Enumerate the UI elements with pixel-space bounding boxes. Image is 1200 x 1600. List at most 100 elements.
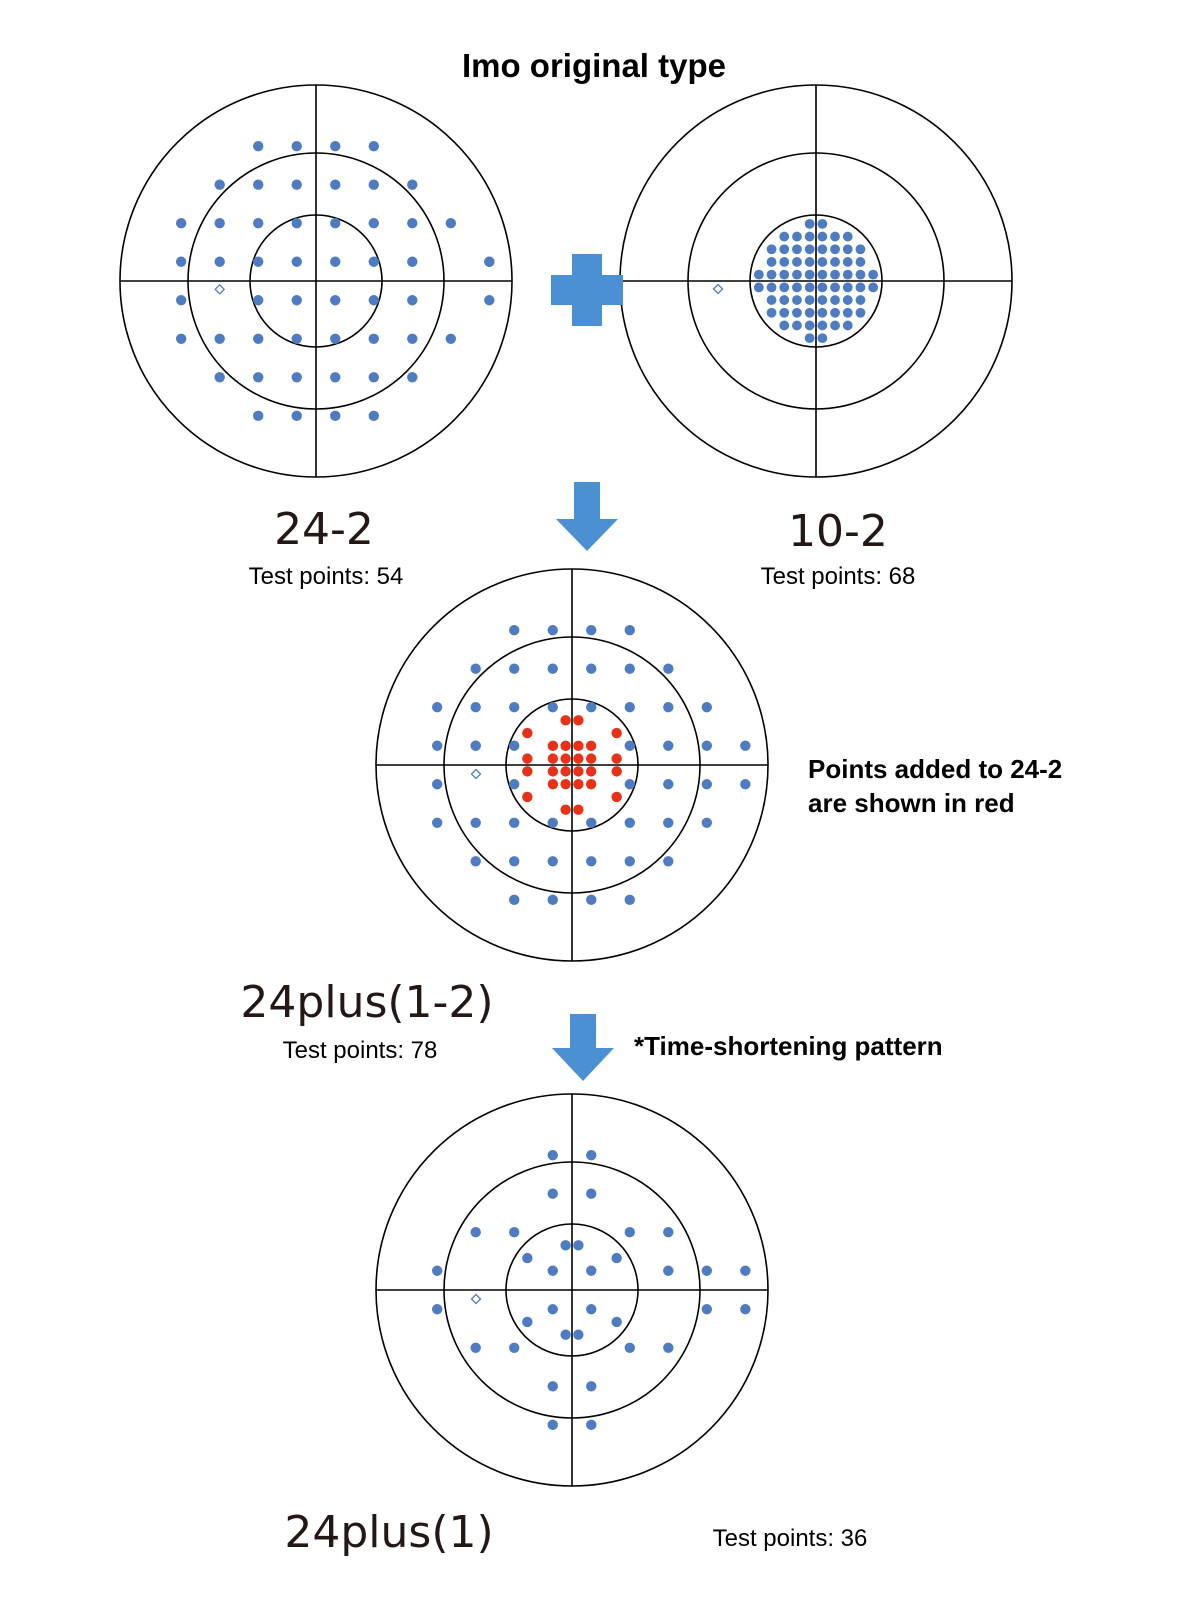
diagram-title: Imo original type [462, 47, 726, 84]
added-test-point [560, 804, 571, 815]
test-point [701, 779, 713, 790]
test-point [214, 179, 225, 190]
test-point [792, 257, 802, 267]
test-point [586, 1265, 597, 1276]
test-point [291, 218, 302, 229]
test-points-10-2: Test points: 68 [761, 563, 916, 590]
red-points-note-line2: are shown in red [808, 788, 1015, 818]
test-point [792, 307, 802, 318]
test-point [779, 295, 790, 305]
test-point [470, 856, 481, 867]
test-point [842, 320, 853, 331]
added-test-point [585, 753, 597, 764]
test-point [368, 140, 379, 152]
test-point [368, 295, 379, 306]
test-point [547, 663, 558, 674]
test-point [842, 282, 853, 293]
test-point [830, 295, 840, 305]
added-test-point [573, 804, 584, 815]
test-point [804, 333, 815, 344]
test-point [792, 244, 802, 255]
red-points-note-line1: Points added to 24-2 [808, 754, 1062, 784]
test-point [586, 1381, 597, 1392]
test-point [586, 663, 597, 674]
test-point [330, 256, 341, 267]
test-point [175, 256, 187, 267]
test-point [792, 231, 802, 242]
added-test-point [560, 766, 571, 777]
test-point [701, 702, 713, 713]
test-point [470, 1342, 481, 1353]
test-point [779, 231, 790, 242]
test-point [766, 307, 777, 318]
added-test-point [547, 766, 559, 777]
test-point [842, 244, 853, 255]
test-point [253, 218, 264, 229]
test-point [855, 269, 866, 280]
test-point [586, 624, 597, 636]
test-point [547, 817, 558, 828]
test-point [509, 663, 520, 674]
test-point [701, 1265, 713, 1276]
test-point [817, 257, 828, 267]
test-point [573, 1240, 584, 1251]
test-point [368, 372, 379, 383]
test-point [560, 1240, 571, 1251]
added-test-point [522, 791, 533, 803]
test-point [253, 333, 264, 344]
test-point [522, 1316, 533, 1328]
test-point [547, 624, 558, 636]
test-point [817, 320, 828, 331]
test-point [291, 179, 302, 190]
test-point [470, 817, 481, 828]
test-point [470, 663, 481, 674]
test-point [586, 894, 597, 906]
test-point [792, 320, 802, 331]
test-point [368, 410, 379, 422]
pattern-label-24-2: 24-2 [274, 504, 374, 555]
test-point [330, 179, 341, 190]
test-point [624, 894, 635, 906]
test-point [766, 244, 777, 255]
test-point [855, 282, 866, 293]
test-point [407, 218, 418, 229]
test-point [766, 269, 777, 280]
test-point [804, 269, 815, 280]
test-point [842, 307, 853, 318]
test-point [522, 1252, 533, 1264]
field-24plus-1 [375, 1093, 769, 1487]
test-point [175, 333, 187, 344]
test-point [291, 333, 302, 344]
test-point [253, 295, 264, 306]
test-point [253, 140, 264, 152]
test-point [368, 256, 379, 267]
pattern-label-24plus-1-2: 24plus(1-2) [240, 977, 493, 1028]
test-point [431, 779, 443, 790]
test-point [792, 282, 802, 293]
added-test-point [560, 715, 571, 726]
added-test-point [560, 778, 571, 790]
plus-icon [551, 254, 623, 326]
test-point [509, 779, 520, 790]
test-point [214, 372, 225, 383]
test-point [830, 257, 840, 267]
test-point [470, 740, 481, 751]
test-point [624, 740, 635, 751]
test-point [842, 295, 853, 305]
test-point [509, 1342, 520, 1353]
test-point [368, 218, 379, 229]
test-point [509, 740, 520, 751]
test-point [470, 702, 481, 713]
test-point [740, 1265, 751, 1276]
test-point [817, 333, 828, 344]
test-point [407, 295, 418, 306]
test-point [701, 740, 713, 751]
test-point [624, 663, 635, 674]
field-10-2 [619, 84, 1013, 478]
test-point [804, 257, 815, 267]
test-point [611, 1252, 622, 1264]
test-point [253, 256, 264, 267]
test-point [624, 1342, 635, 1353]
test-point [663, 702, 674, 713]
test-point [804, 320, 815, 331]
